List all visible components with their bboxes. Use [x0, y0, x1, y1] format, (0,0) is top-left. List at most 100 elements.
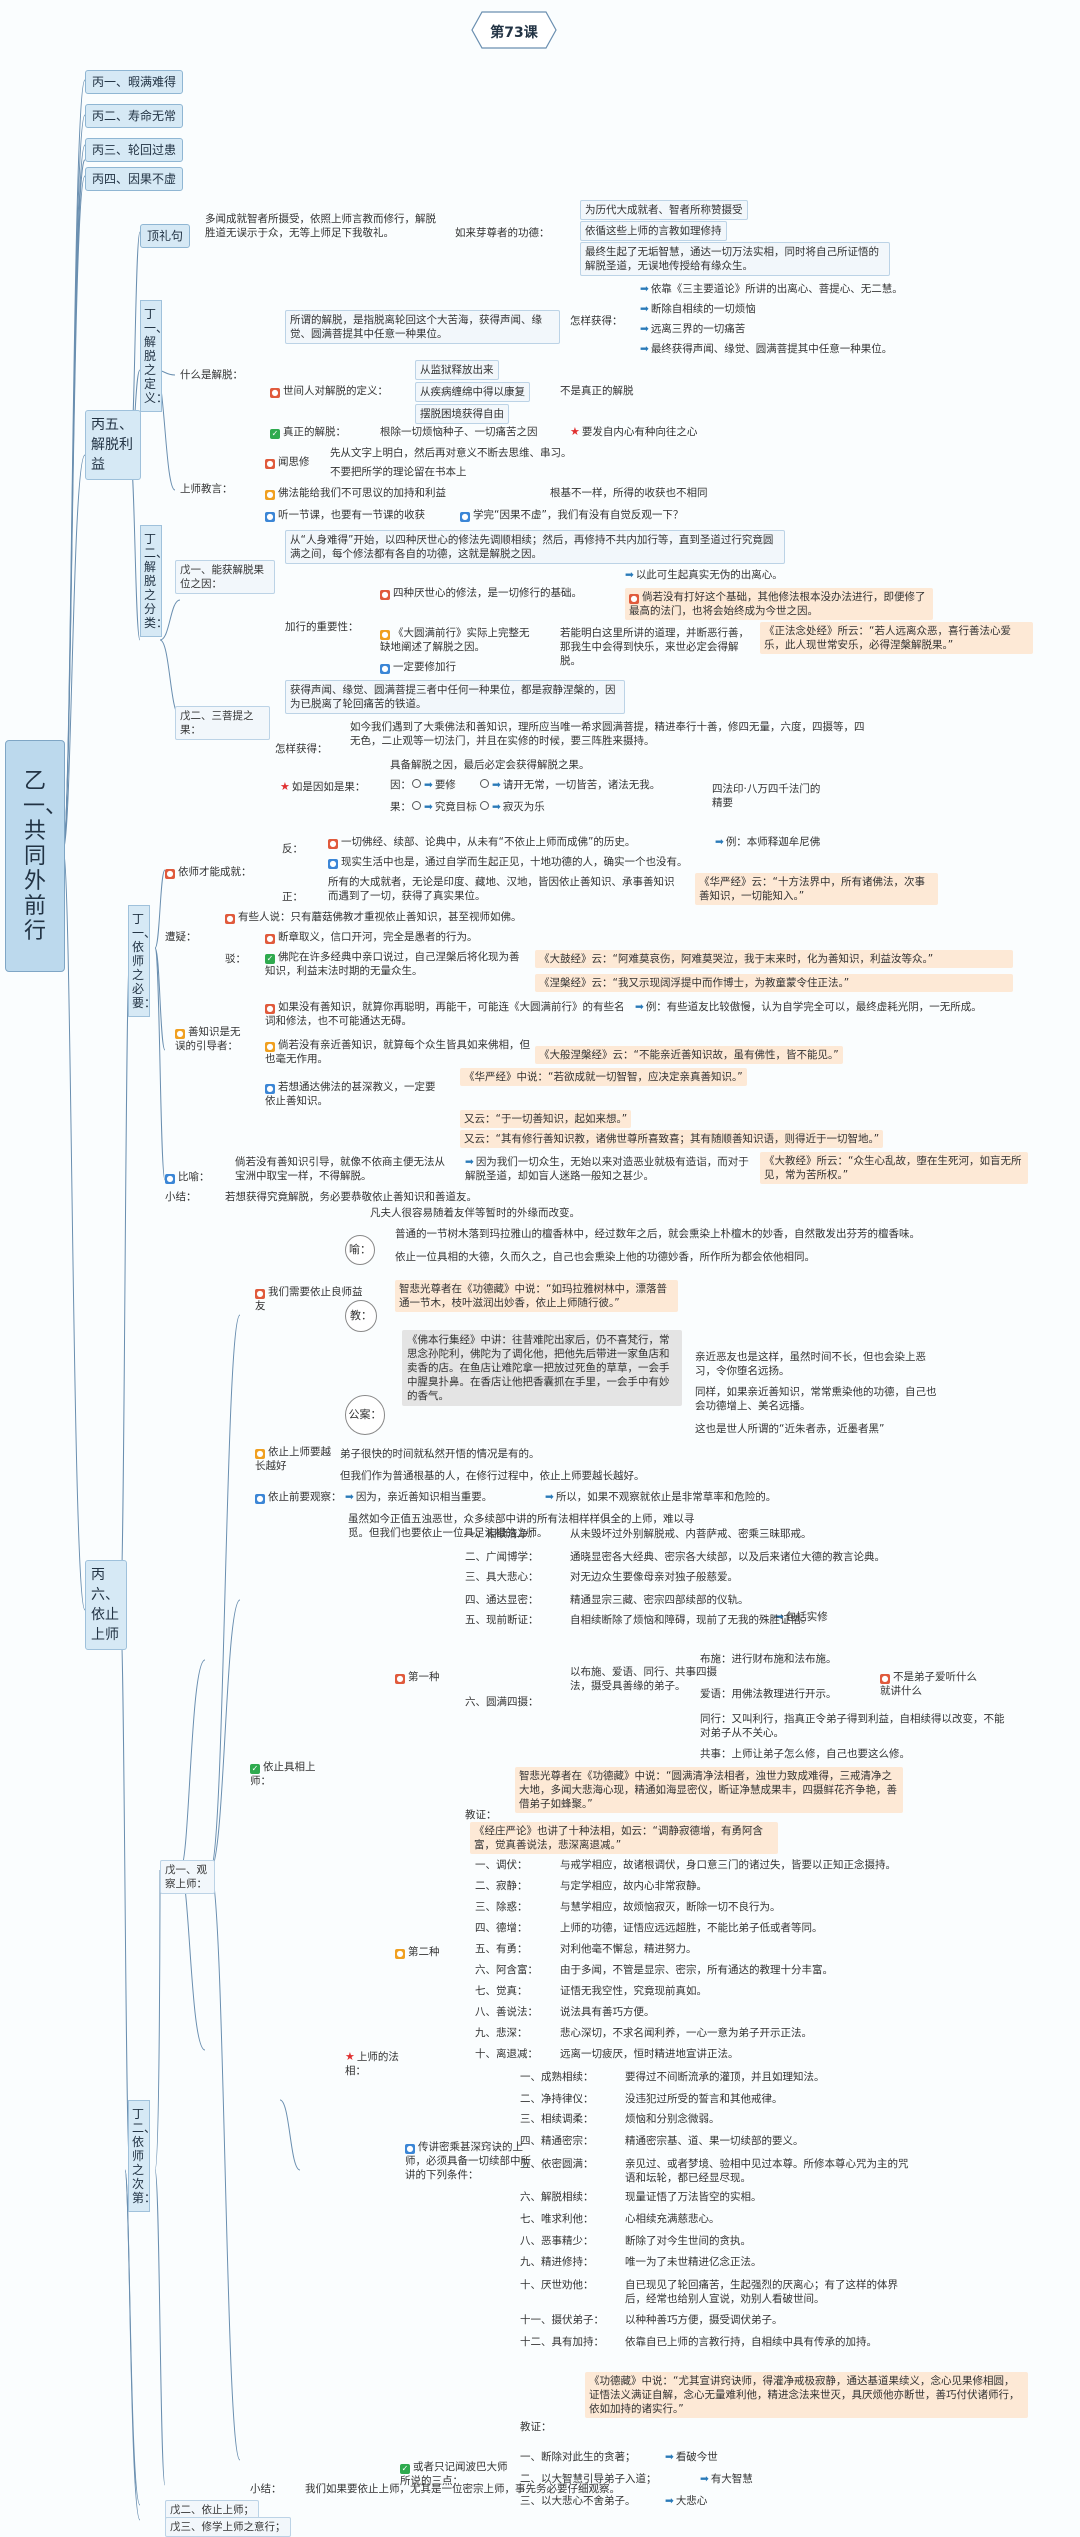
k3-text-11: 依靠自已上师的言教行持，自相续中具有传承的加持。: [625, 2336, 877, 2348]
bad-r: 根基不一样，所得的收获也不相同: [550, 487, 708, 499]
master-label: ★上师的法相：: [345, 2050, 399, 2077]
jiaoyan-text: 智悲光尊者在《功德藏》中说：“圆满清净法相者，浊世力致成难得，三戒清净之大地，多…: [515, 1767, 903, 1813]
d1-define[interactable]: 丁一、解脱之定义：: [140, 300, 168, 412]
evil-2: 三、以大悲心不舍弟子。: [520, 2495, 636, 2507]
guo-1: ➡寂灭为乐: [480, 800, 545, 814]
arrow-icon: ➡: [640, 283, 649, 295]
bo-0: ●断章取义，信口开河，完全是愚者的行为。: [265, 931, 478, 944]
what-label: 什么是解脱：: [180, 369, 243, 381]
topic-b6[interactable]: 丙六、依止上师: [85, 1560, 127, 1650]
w1-observe[interactable]: 戊一、观察上师：: [160, 1860, 215, 1894]
w2-text: 获得声闻、缘觉、圆满菩提三者中任何一种果位，都是寂静涅槃的，因为已脱离了轮回痛苦…: [285, 680, 625, 714]
what-text: 所谓的解脱，是指脱离轮回这个大苦海，获得声闻、缘觉、圆满菩提其中任意一种果位。: [285, 310, 560, 344]
before-r: ➡所以，如果不观察就依止是非常草率和危险的。: [545, 1491, 777, 1503]
k2-text-5: 由于多闻，不管是显宗、密宗，所有通达的教理十分丰富。: [560, 1964, 833, 1976]
grow: ●依止上师要越长越好: [255, 1446, 331, 1472]
wen: ●闻思修: [265, 456, 310, 469]
k3-label-9: 十、厌世劝他：: [520, 2279, 594, 2291]
red-flag-icon: ●: [270, 388, 280, 398]
k3-text-0: 要得过不间断流承的灌顶，并且如理知法。: [625, 2071, 825, 2083]
red-flag-icon: ●: [225, 914, 235, 924]
green-check-icon: ✓: [265, 954, 275, 964]
need-friend: ●我们需要依止良师益友: [255, 1286, 363, 1312]
bi-r: ➡因为我们一切众生，无始以来对造恶业就极有造诣，而对于解脱圣道，却如盲人迷路一般…: [465, 1156, 749, 1182]
k3-label-10: 十一、摄伏弟子：: [520, 2314, 604, 2326]
k2-text-4: 对利他毫不懈怠，精进努力。: [560, 1943, 697, 1955]
red-flag-icon: ●: [380, 590, 390, 600]
fan-label: 反：: [282, 843, 303, 855]
topic-b2[interactable]: 丙二、寿命无常: [85, 104, 184, 128]
add-2: ●倘若没有打好这个基础，其他修法根本没办法进行，即便修了最高的法门，也将会始终成…: [625, 588, 933, 620]
star-icon: ★: [570, 425, 580, 438]
w3-learn[interactable]: 戊三、修学上师之意行；: [165, 2517, 291, 2537]
arrow-icon: ➡: [665, 2451, 674, 2463]
k2-label-7: 八、善说法：: [475, 2006, 538, 2018]
topic-b3[interactable]: 丙三、轮回过患: [85, 138, 184, 162]
red-flag-icon: ●: [629, 594, 639, 604]
yin-0: ➡要修: [412, 778, 456, 792]
bi-label: ●比喻：: [165, 1171, 210, 1184]
gong-2: 这也是世人所谓的“近朱者赤，近墨者黑”: [695, 1423, 885, 1435]
add-label: 加行的重要性：: [285, 621, 359, 633]
arrow-icon: ➡: [640, 343, 649, 355]
kind2: ●第二种: [395, 1946, 440, 1959]
add-0: ●四种厌世心的修法，是一切修行的基础。: [380, 587, 582, 600]
k3-label-6: 七、唯求利他：: [520, 2213, 594, 2225]
topic-b1[interactable]: 丙一、暇满难得: [85, 70, 184, 94]
k3-label-4: 五、依密圆满：: [520, 2158, 594, 2170]
add-last: ●一定要修加行: [380, 661, 456, 674]
topic-b4[interactable]: 丙四、因果不虚: [85, 167, 184, 191]
red-flag-icon: ●: [880, 1674, 890, 1684]
before-t: ➡因为，亲近善知识相当重要。: [345, 1491, 493, 1503]
arrow-icon: ➡: [640, 303, 649, 315]
w2-follow[interactable]: 戊二、依止上师；: [165, 2500, 259, 2520]
evil-0: 一、断除对此生的贪著；: [520, 2451, 636, 2463]
kind1: ●第一种: [395, 1671, 440, 1684]
true-label: ✓真正的解脱：: [270, 426, 346, 439]
how-3: ➡最终获得声闻、缘觉、圆满菩提其中任意一种果位。: [640, 343, 893, 355]
d1-need[interactable]: 丁一、依师之必要：: [128, 905, 156, 1017]
worldly-0: 从监狱释放出来: [415, 360, 499, 380]
d2-classify[interactable]: 丁二、解脱之分类：: [140, 525, 168, 637]
grow-0: 弟子很快的时间就私然开悟的情况是有的。: [340, 1448, 540, 1460]
dot-icon: [412, 779, 421, 788]
grow-1: 但我们作为普通根基的人，在修行过程中，依止上师要越长越好。: [340, 1470, 645, 1482]
k3-label-0: 一、成熟相续：: [520, 2071, 594, 2083]
fan-text: ●一切佛经、续部、论典中，从未有“不依止上师而成佛”的历史。: [328, 836, 636, 849]
listen: ●听一节课，也要有一节课的收获: [265, 509, 425, 522]
k2-text-0: 与戒学相应，故诸根调伏，身口意三门的诸过失，皆要以正知正念摄持。: [560, 1859, 896, 1871]
root-topic[interactable]: 乙一、共同外前行: [5, 740, 67, 972]
arrow-icon: ➡: [424, 801, 433, 813]
k3-label-11: 十二、具有加持：: [520, 2336, 604, 2348]
xj-text: 若想获得究竟解脱，务必要恭敬依止善知识和善道友。: [225, 1191, 477, 1203]
k3-text-5: 现量证悟了万法皆空的实相。: [625, 2191, 762, 2203]
topic-b5[interactable]: 丙五、解脱利益: [85, 410, 141, 480]
k1-text-4: 自相续断除了烦恼和障碍，现前了无我的殊胜证悟。: [570, 1614, 812, 1626]
k1-text-2: 对无边众生要像母亲对独子般慈爱。: [570, 1571, 738, 1583]
gong-0: 亲近恶友也是这样，虽然时间不长，但也会染上恶习，令你堕名远扬。: [695, 1351, 926, 1377]
k2-text-8: 悲心深切，不求名闻利养，一心一意为弟子开示正法。: [560, 2027, 812, 2039]
orange-flag-icon: ●: [265, 1042, 275, 1052]
k2-label-1: 二、寂静：: [475, 1880, 528, 1892]
d2-order[interactable]: 丁二、依师之次第：: [128, 2100, 156, 2212]
blue-flag-icon: ●: [328, 859, 338, 869]
zao-label: 遭疑：: [165, 931, 197, 943]
blue-flag-icon: ●: [405, 2144, 415, 2154]
yu-1: 依止一位具相的大德，久而久之，自己也会熏染上他的功德妙香，所作所为都会依他相同。: [395, 1251, 815, 1263]
jiaoyan-label: 教证：: [465, 1809, 497, 1821]
evil-r0: ➡看破今世: [665, 2451, 718, 2463]
how-label: 怎样获得：: [570, 315, 623, 327]
sishe-r2: ➡包括实修: [775, 1611, 828, 1623]
yin-r: ➡例：有些道友比较傲慢，认为自学完全可以，最终虚耗光阴，一无所成。: [635, 1001, 982, 1013]
k3-label-2: 三、相续调柔：: [520, 2113, 594, 2125]
fruit-top: 具备解脱之因，最后必定会获得解脱之果。: [390, 759, 590, 771]
w2-label[interactable]: 戊二、三菩提之果：: [175, 706, 270, 740]
yin-label: 因：: [390, 779, 411, 791]
k1-label-0: 一、相续清净：: [465, 1528, 539, 1540]
xj2-label: 小结：: [250, 2483, 282, 2495]
add-1: ➡以此可生起真实无伪的出离心。: [625, 569, 783, 581]
prelude-label[interactable]: 顶礼句: [140, 224, 191, 248]
fit-intro: 虽然如今正值五浊恶世，众多续部中讲的所有法相样样俱全的上师，难以寻觅。但我们也要…: [348, 1513, 695, 1539]
w1-label[interactable]: 戊一、能获解脱果位之因：: [175, 560, 275, 594]
k3-text-8: 唯一为了未世精进亿念正法。: [625, 2256, 762, 2268]
